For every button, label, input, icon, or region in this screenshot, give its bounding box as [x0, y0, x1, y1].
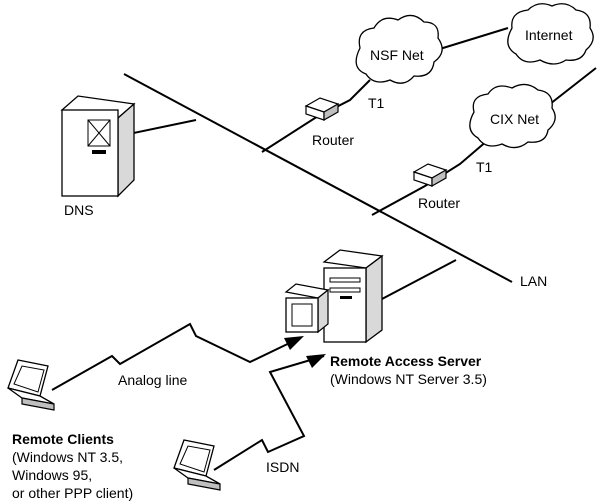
- ras-title: Remote Access Server: [330, 353, 482, 369]
- dns-server-icon: [60, 95, 136, 198]
- cloud-icon: [469, 83, 556, 149]
- lan-backbone: [123, 73, 513, 283]
- laptop-icon: [173, 439, 221, 491]
- internet-cix-link: [549, 67, 597, 105]
- t1-lower-label: T1: [476, 159, 493, 175]
- laptop-icon: [7, 359, 55, 411]
- lan-label: LAN: [520, 273, 547, 289]
- dns-link: [123, 119, 197, 136]
- dns-label: DNS: [64, 202, 94, 218]
- arrowhead-icon: [284, 336, 304, 350]
- router-icon: [412, 163, 448, 188]
- cix-net-label: CIX Net: [490, 111, 539, 127]
- remote-clients-line1: (Windows NT 3.5,: [12, 449, 123, 465]
- remote-clients-title: Remote Clients: [12, 431, 114, 447]
- router-icon: [304, 97, 340, 122]
- server-tower-icon: [322, 249, 384, 344]
- analog-line: [51, 322, 301, 391]
- internet-label: Internet: [525, 27, 573, 43]
- cloud-icon: [355, 14, 443, 84]
- ras-subtitle: (Windows NT Server 3.5): [330, 371, 487, 387]
- nsf-net-label: NSF Net: [370, 47, 424, 63]
- cloud-icon: [507, 3, 594, 65]
- ras-lan-link: [379, 259, 457, 301]
- remote-clients-line2: Windows 95,: [12, 467, 92, 483]
- remote-clients-line3: or other PPP client): [12, 485, 133, 501]
- monitor-icon: [284, 283, 330, 334]
- isdn-label: ISDN: [266, 459, 299, 475]
- isdn-line: [213, 355, 325, 471]
- nsf-internet-link: [429, 27, 509, 53]
- analog-line-label: Analog line: [118, 372, 187, 388]
- t1-upper-label: T1: [368, 95, 385, 111]
- arrowhead-icon: [306, 354, 326, 368]
- router-upper-label: Router: [312, 132, 354, 148]
- router-lower-label: Router: [418, 195, 460, 211]
